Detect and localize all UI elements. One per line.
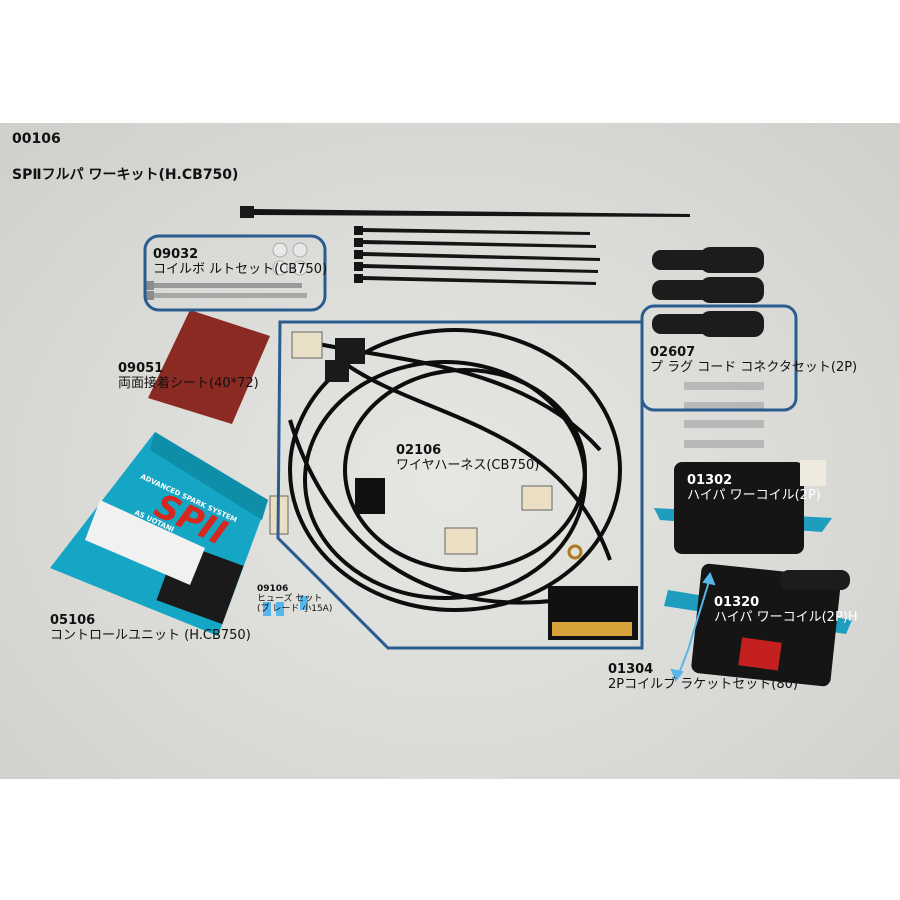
fuse-set	[263, 596, 308, 616]
product-code: 00106	[12, 131, 61, 147]
long-cable-tie	[240, 206, 690, 218]
product-title: SPⅡフルパ ワーキット(H.CB750)	[12, 167, 239, 183]
coil-01302	[654, 460, 832, 554]
coil-bolts	[146, 242, 308, 300]
plug-caps	[652, 247, 764, 337]
short-cable-ties	[354, 226, 600, 285]
terminals	[684, 382, 764, 448]
adhesive-sheet	[148, 310, 270, 424]
coil-01320	[664, 563, 852, 687]
control-unit	[50, 432, 268, 636]
wire-harness	[288, 328, 622, 612]
bracket-arrow	[670, 571, 716, 683]
harness-connectors	[269, 331, 638, 640]
callout-boxes	[143, 234, 798, 650]
